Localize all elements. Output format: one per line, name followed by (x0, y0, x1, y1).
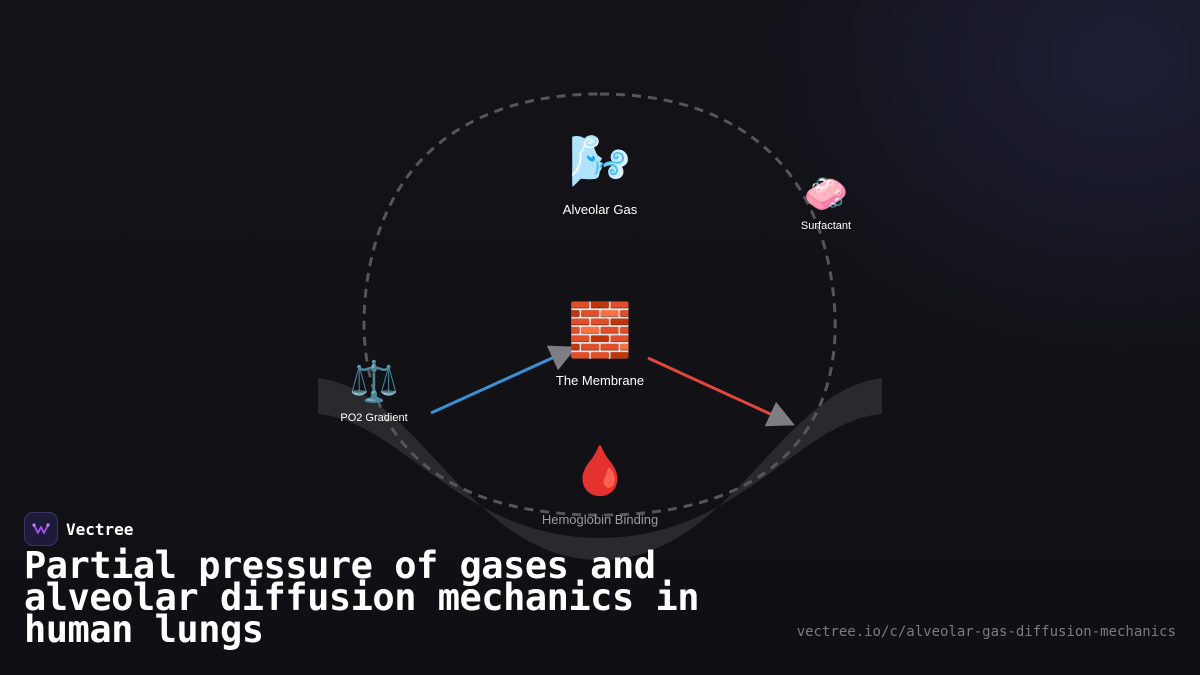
node-label: Surfactant (800, 220, 852, 232)
wind-face-icon: 🌬️ (568, 133, 632, 189)
node-label: The Membrane (555, 373, 645, 388)
node-po2-gradient: ⚖️ PO2 Gradient (340, 362, 407, 424)
node-membrane: 🧱 The Membrane (556, 305, 644, 388)
brand-name: Vectree (66, 519, 134, 539)
node-alveolar-gas: 🌬️ Alveolar Gas (563, 136, 637, 217)
vectree-logo-icon (24, 512, 58, 546)
dashed-cycle-loop (362, 92, 837, 517)
brand: Vectree (24, 512, 133, 546)
soap-icon: 🧼 (803, 173, 849, 214)
arrow-membrane-to-binding (647, 356, 795, 427)
base-band (318, 378, 882, 560)
source-url: vectree.io/c/alveolar-gas-diffusion-mech… (796, 624, 1176, 640)
brick-wall-icon: 🧱 (567, 302, 633, 360)
node-surfactant: 🧼 Surfactant (800, 173, 852, 233)
balance-scale-icon: ⚖️ (349, 360, 399, 404)
blood-drop-icon: 🩸 (570, 445, 630, 498)
node-label: Alveolar Gas (562, 202, 638, 217)
node-label: Hemoglobin Binding (541, 512, 659, 527)
page-title: Partial pressure of gases and alveolar d… (24, 544, 700, 651)
node-label: PO2 Gradient (340, 412, 408, 424)
node-hemoglobin-binding: 🩸 Hemoglobin Binding (541, 445, 659, 528)
arrow-gradient-to-membrane (430, 345, 577, 415)
